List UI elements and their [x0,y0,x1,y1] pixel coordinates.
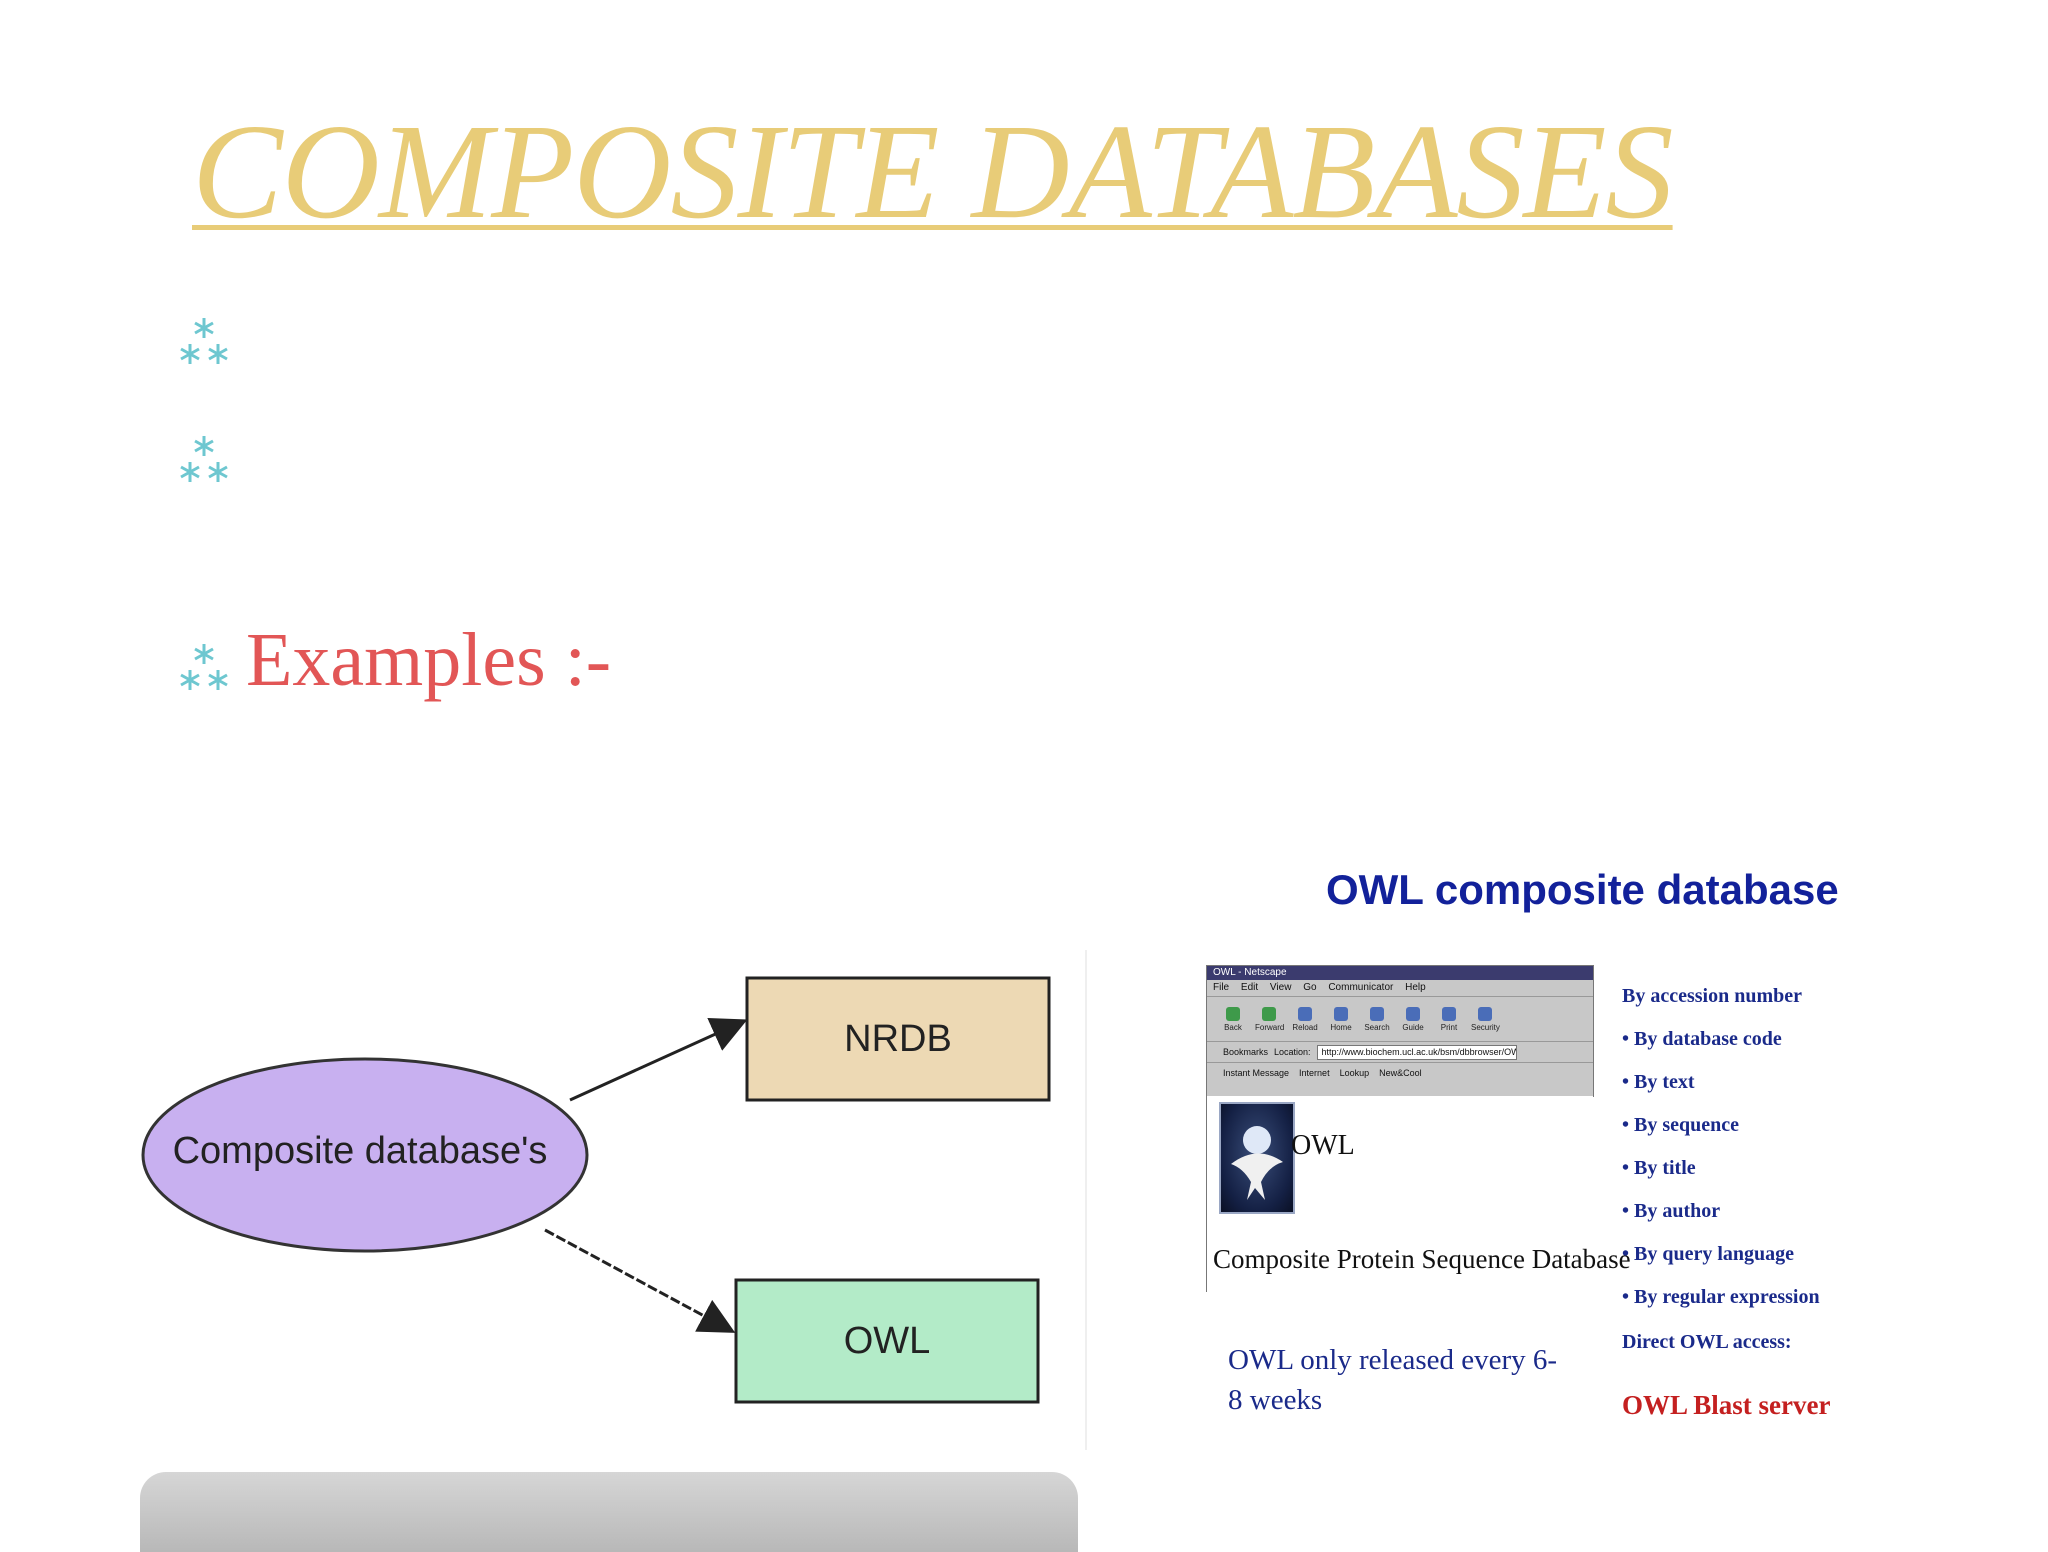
asterisk-bullet-icon [176,432,232,488]
link-instant-message[interactable]: Instant Message [1223,1068,1290,1078]
source-label: Composite database's [172,1130,548,1172]
print-icon [1442,1006,1456,1021]
owl-release-note: OWL only released every 6-8 weeks [1228,1344,1558,1416]
owl-box [734,1278,1040,1404]
guide-icon [1406,1006,1420,1021]
search-button[interactable]: Search [1363,1006,1391,1032]
owl-label: OWL [843,1320,931,1362]
url-input[interactable]: http://www.biochem.ucl.ac.uk/bsm/dbbrows… [1316,1044,1517,1060]
security-label: Security [1471,1022,1500,1032]
asterisk-bullet-icon [176,314,232,370]
arrow-to-owl [544,1228,736,1333]
menu-edit[interactable]: Edit [1240,982,1259,993]
print-button[interactable]: Print [1435,1006,1463,1032]
menu-file[interactable]: File [1213,982,1230,993]
blast-server-link[interactable]: OWL Blast server [1622,1390,1831,1420]
location-bar: Bookmarks Location: http://www.biochem.u… [1207,1042,1593,1063]
forward-icon [1262,1006,1276,1021]
search-option[interactable]: • By query language [1622,1243,1795,1265]
search-option[interactable]: • By text [1622,1071,1695,1093]
search-option[interactable]: • By sequence [1622,1114,1740,1136]
nrdb-label: NRDB [844,1018,952,1060]
browser-toolbar: Back Forward Reload Home Search Guide Pr… [1207,997,1593,1042]
forward-label: Forward [1255,1022,1285,1032]
search-option[interactable]: • By author [1622,1200,1721,1222]
guide-button[interactable]: Guide [1399,1006,1427,1032]
links-bar: Instant Message Internet Lookup New&Cool [1207,1063,1593,1083]
reload-label: Reload [1292,1022,1318,1032]
composite-database-diagram: Composite database's NRDB OWL [130,950,1087,1450]
security-button[interactable]: Security [1471,1006,1500,1032]
back-label: Back [1224,1022,1242,1032]
menu-go[interactable]: Go [1303,982,1317,993]
examples-label: Examples :- [246,618,612,702]
owl-panel-title: OWL composite database [1326,866,1839,913]
back-button[interactable]: Back [1219,1006,1247,1032]
asterisk-bullet-icon [176,640,232,696]
reload-icon [1298,1006,1312,1021]
direct-access-label: Direct OWL access: [1622,1331,1792,1353]
search-label: Search [1364,1022,1390,1032]
search-icon [1370,1006,1384,1021]
source-ellipse [141,1057,589,1253]
browser-window: OWL - Netscape File Edit View Go Communi… [1206,965,1594,1097]
browser-menubar: File Edit View Go Communicator Help [1207,980,1593,997]
menu-view[interactable]: View [1269,982,1292,993]
reload-button[interactable]: Reload [1291,1006,1319,1032]
search-option[interactable]: • By title [1622,1157,1696,1179]
home-button[interactable]: Home [1327,1006,1355,1032]
bookmarks-button[interactable]: Bookmarks [1223,1047,1269,1057]
lock-icon [1478,1006,1492,1021]
home-label: Home [1330,1022,1352,1032]
link-internet[interactable]: Internet [1299,1068,1330,1078]
bottom-bar [140,1472,1078,1552]
browser-titlebar: OWL - Netscape [1207,966,1593,980]
arrow-to-nrdb [569,1017,748,1102]
home-icon [1334,1006,1348,1021]
search-option[interactable]: • By regular expression [1622,1286,1820,1308]
link-lookup[interactable]: Lookup [1339,1068,1370,1078]
forward-button[interactable]: Forward [1255,1006,1285,1032]
location-label: Location: [1274,1047,1311,1057]
search-options-list: By accession number • By database code •… [1622,985,1842,1374]
guide-label: Guide [1402,1022,1424,1032]
nrdb-box [745,976,1051,1102]
browser-content: OWL Composite Protein Sequence Database [1206,1096,1631,1292]
owl-logo-word: OWL [1291,1130,1355,1161]
back-icon [1226,1006,1240,1021]
slide-title: COMPOSITE DATABASES [192,97,1674,247]
owl-subtitle: Composite Protein Sequence Database [1213,1244,1631,1274]
print-label: Print [1440,1022,1458,1032]
link-new-cool[interactable]: New&Cool [1379,1068,1422,1078]
owl-logo-icon [1219,1102,1295,1214]
menu-communicator[interactable]: Communicator [1328,982,1394,993]
search-option[interactable]: By accession number [1622,985,1802,1007]
menu-help[interactable]: Help [1405,982,1426,993]
search-option[interactable]: • By database code [1622,1028,1782,1050]
